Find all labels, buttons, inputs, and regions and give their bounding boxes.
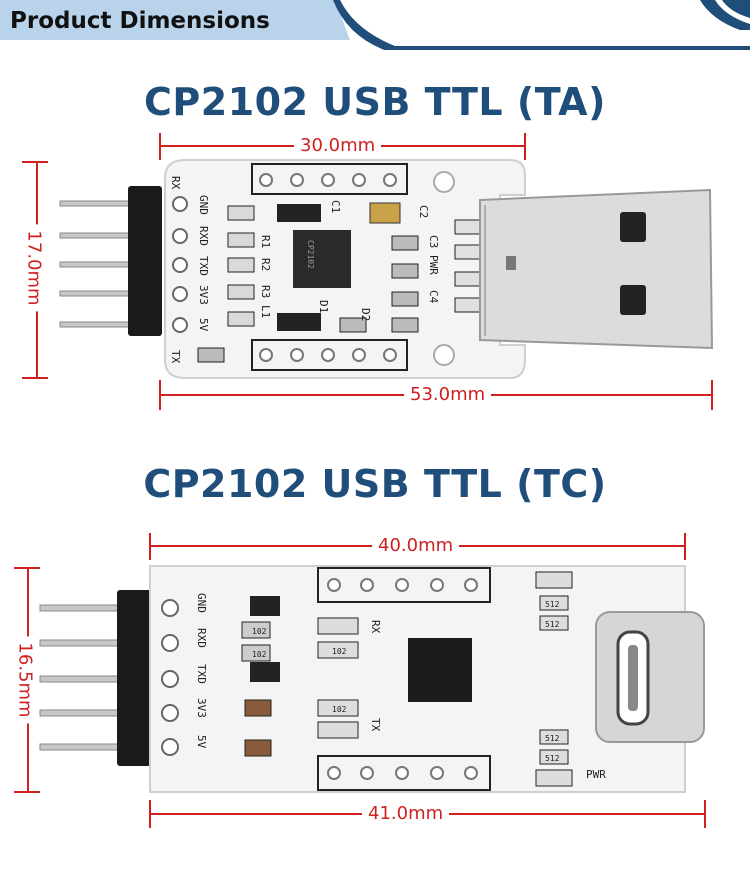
tc-silk-txd: TXD bbox=[195, 664, 208, 684]
ta-chip-marking: CP2102 bbox=[306, 240, 315, 269]
tc-dim-height: 16.5mm bbox=[14, 636, 36, 724]
ta-silk-tx: TX bbox=[169, 350, 182, 364]
tc-silk-tx: TX bbox=[369, 718, 382, 732]
tc-dim-top: 40.0mm bbox=[372, 536, 460, 556]
ta-silk-c2: C2 bbox=[417, 205, 430, 218]
tc-silk-gnd: GND bbox=[195, 593, 208, 613]
tc-silk-512c: 512 bbox=[545, 734, 560, 743]
ta-silk-r1: R1 bbox=[259, 235, 272, 248]
tc-silk-pwr: PWR bbox=[586, 768, 606, 781]
ta-silk-l1: L1 bbox=[259, 305, 272, 318]
ta-dim-top: 30.0mm bbox=[294, 136, 382, 156]
section-title: Product Dimensions bbox=[10, 8, 270, 34]
ta-silk-d1: D1 bbox=[317, 300, 330, 313]
ta-dim-height: 17.0mm bbox=[23, 224, 45, 312]
ta-header-pins bbox=[59, 186, 162, 336]
board-ta-title: CP2102 USB TTL (TA) bbox=[144, 80, 606, 124]
tc-pcb bbox=[149, 565, 686, 793]
board-tc-title: CP2102 USB TTL (TC) bbox=[143, 462, 607, 506]
ta-silk-c3: C3 bbox=[427, 235, 440, 248]
tc-header-pins bbox=[39, 590, 155, 766]
tc-silk-512d: 512 bbox=[545, 754, 560, 763]
ta-silk-3v3: 3V3 bbox=[197, 285, 210, 305]
ta-usb-a-connector bbox=[479, 188, 714, 350]
tc-silk-102a: 102 bbox=[252, 627, 267, 636]
ta-silk-5v: 5V bbox=[197, 318, 210, 332]
header-decoration bbox=[0, 0, 750, 50]
ta-silk-rxd: RXD bbox=[197, 226, 210, 246]
tc-usb-c-connector bbox=[595, 611, 705, 743]
tc-silk-512a: 512 bbox=[545, 600, 560, 609]
tc-silk-labels: GND RXD TXD 3V3 5V RX TX PWR 102 102 102… bbox=[195, 593, 606, 781]
tc-silk-102c: 102 bbox=[332, 705, 347, 714]
tc-silk-5v: 5V bbox=[195, 735, 208, 749]
tc-dim-bottom: 41.0mm bbox=[362, 804, 450, 824]
tc-silk-rxd: RXD bbox=[195, 628, 208, 648]
ta-dim-bottom: 53.0mm bbox=[404, 385, 492, 405]
board-ta-drawing: RX GND RXD TXD 3V3 5V TX C1 C2 C3 C4 R1 … bbox=[22, 133, 714, 410]
tc-silk-102b: 102 bbox=[332, 647, 347, 656]
ta-silk-c4: C4 bbox=[427, 290, 440, 304]
header-banner: Product Dimensions bbox=[0, 0, 750, 50]
ta-silk-txd: TXD bbox=[197, 256, 210, 276]
ta-silk-gnd: GND bbox=[197, 195, 210, 215]
tc-silk-512b: 512 bbox=[545, 620, 560, 629]
ta-pcb bbox=[164, 159, 526, 379]
tc-silk-3v3: 3V3 bbox=[195, 698, 208, 718]
tc-silk-102d: 102 bbox=[252, 650, 267, 659]
ta-silk-c1: C1 bbox=[329, 200, 342, 213]
ta-silk-labels: RX GND RXD TXD 3V3 5V TX C1 C2 C3 C4 R1 … bbox=[169, 176, 440, 364]
tc-silk-rx: RX bbox=[369, 620, 382, 634]
ta-silk-pwr: PWR bbox=[427, 255, 440, 275]
ta-silk-r3: R3 bbox=[259, 285, 272, 298]
ta-silk-r2: R2 bbox=[259, 258, 272, 271]
ta-silk-d2: D2 bbox=[359, 308, 372, 321]
ta-silk-rx: RX bbox=[169, 176, 182, 190]
